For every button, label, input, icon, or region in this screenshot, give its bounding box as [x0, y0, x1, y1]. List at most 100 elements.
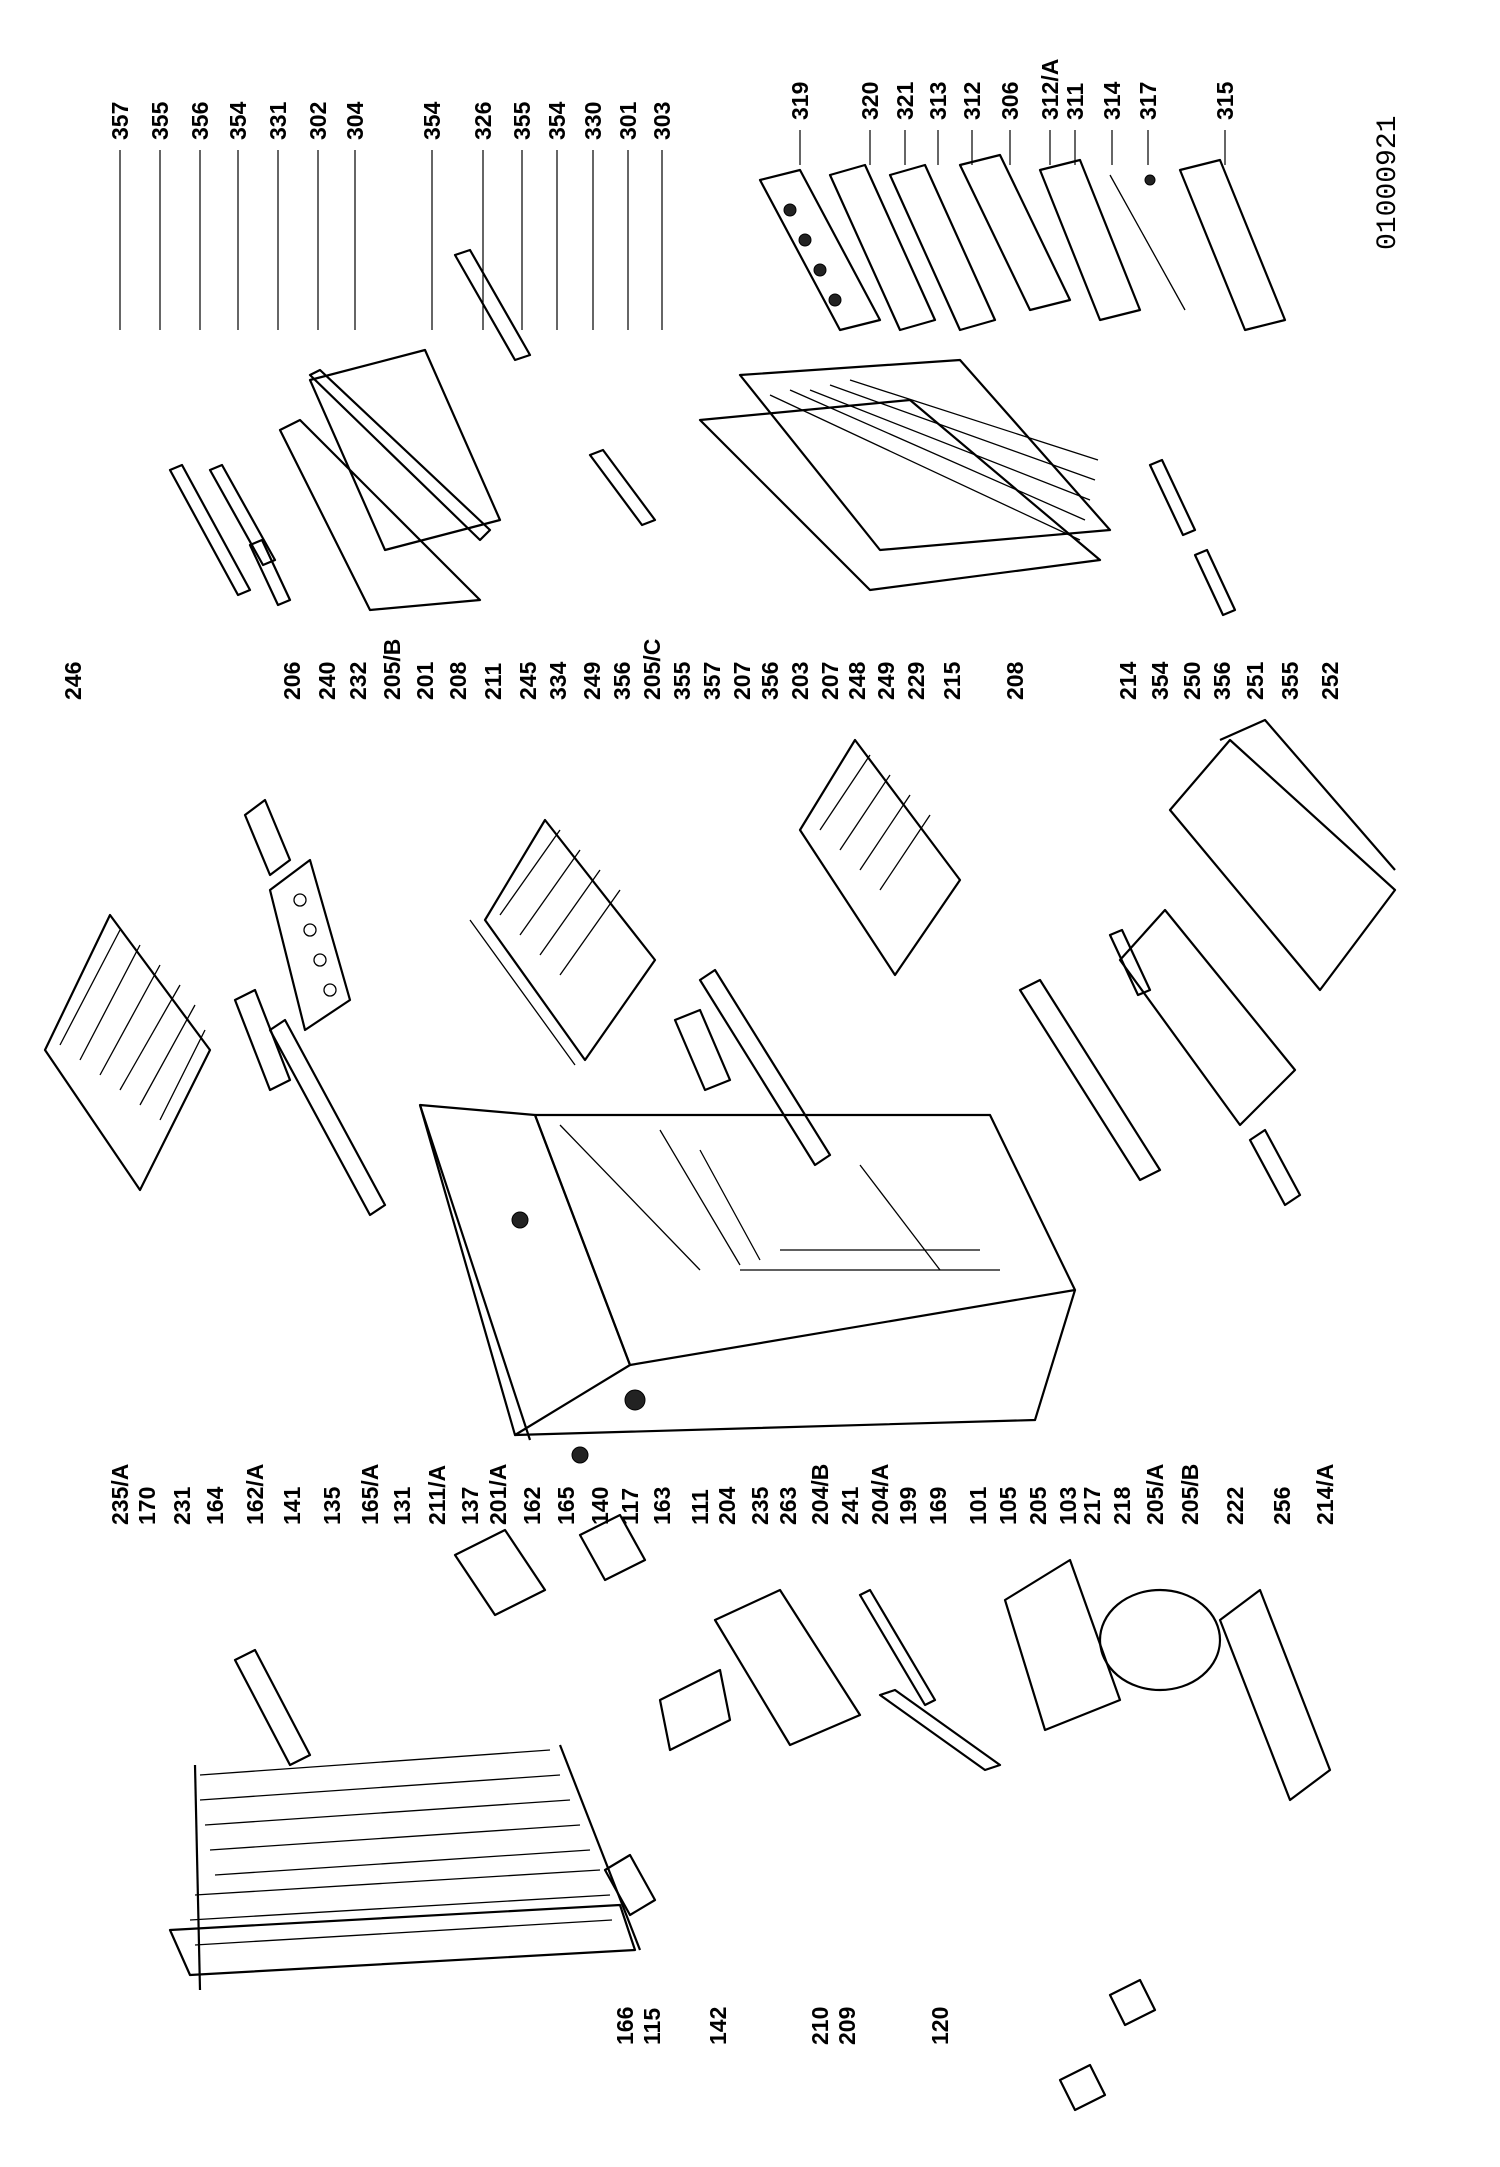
part-number-label: 217 [1079, 1487, 1105, 1525]
part-number-label: 334 [545, 661, 571, 700]
part-number-label: 355 [147, 101, 173, 140]
machine-compartment-parts [233, 1389, 1332, 2112]
part-number-label: 356 [757, 662, 783, 700]
part-number-label: 321 [892, 81, 918, 120]
part-number-label: 218 [1109, 1486, 1135, 1525]
part-number-label: 302 [305, 102, 331, 140]
part-number-label: 356 [609, 662, 635, 700]
part-number-label: 251 [1242, 661, 1268, 700]
part-number-label: 166 [612, 2007, 638, 2045]
part-number-label: 164 [202, 1486, 228, 1525]
part-number-label: 235/A [107, 1464, 133, 1525]
part-number-label: 263 [775, 1487, 801, 1525]
part-number-label: 170 [134, 1487, 160, 1525]
part-number-label: 135 [319, 1486, 345, 1525]
part-number-label: 131 [389, 1486, 415, 1525]
crisper-drawer [1018, 718, 1397, 1207]
part-number-label: 252 [1317, 662, 1343, 700]
part-number-label: 201/A [485, 1464, 511, 1525]
part-number-label: 204/B [807, 1464, 833, 1525]
part-number-label: 111 [687, 1489, 713, 1525]
part-number-label: 240 [314, 662, 340, 700]
part-number-label: 229 [903, 662, 929, 700]
part-number-label: 357 [699, 662, 725, 700]
part-number-label: 215 [939, 661, 965, 700]
shelves-and-basket [43, 738, 962, 1192]
part-number-label: 241 [837, 1486, 863, 1525]
part-number-label: 249 [873, 662, 899, 700]
part-number-label: 315 [1212, 81, 1238, 120]
part-number-label: 319 [787, 82, 813, 120]
part-number-label: 317 [1135, 82, 1161, 120]
part-number-label: 204 [714, 1486, 740, 1525]
part-number-label: 313 [925, 82, 951, 120]
door-shelf-parts [758, 153, 1287, 332]
part-number-label: 326 [470, 102, 496, 140]
part-number-label: 163 [649, 1487, 675, 1525]
part-number-label: 256 [1269, 1487, 1295, 1525]
part-number-label: 207 [729, 662, 755, 700]
part-number-label: 205 [1025, 1486, 1051, 1525]
part-number-label: 250 [1179, 662, 1205, 700]
part-number-label: 207 [817, 662, 843, 700]
door-panels [278, 348, 1112, 612]
part-number-label: 205/B [1177, 1464, 1203, 1525]
part-number-label: 203 [787, 662, 813, 700]
part-number-label: 162/A [242, 1464, 268, 1525]
part-number-label: 141 [279, 1486, 305, 1525]
part-number-label: 201 [412, 661, 438, 700]
part-number-label: 245 [515, 661, 541, 700]
part-number-label: 354 [1147, 661, 1173, 700]
part-number-label: 331 [265, 101, 291, 140]
part-number-label: 103 [1055, 1487, 1081, 1525]
part-number-label: 249 [579, 662, 605, 700]
condenser-coil [168, 1744, 642, 1991]
part-number-label: 165/A [357, 1464, 383, 1525]
rails-and-rods [268, 968, 832, 1217]
part-number-label: 205/B [379, 639, 405, 700]
part-number-label: 165 [553, 1486, 579, 1525]
part-number-label: 355 [509, 101, 535, 140]
part-number-label: 162 [519, 1487, 545, 1525]
part-number-label: 206 [279, 662, 305, 700]
part-number-label: 246 [60, 662, 86, 700]
part-number-label: 140 [587, 1487, 613, 1525]
part-number-label: 211 [480, 663, 506, 700]
part-number-label: 248 [844, 661, 870, 700]
part-number-label: 204/A [867, 1464, 893, 1525]
part-number-label: 214/A [1312, 1464, 1338, 1525]
part-number-label: 105 [995, 1486, 1021, 1525]
part-number-label: 199 [895, 1487, 921, 1525]
part-number-label: 117 [617, 1488, 643, 1525]
part-number-label: 222 [1222, 1487, 1248, 1525]
part-number-label: 357 [107, 102, 133, 140]
part-number-label: 211/A [424, 1465, 450, 1525]
part-number-label: 231 [169, 1486, 195, 1525]
door-small-parts [168, 248, 1237, 617]
part-number-label: 208 [445, 661, 471, 700]
part-number-label: 330 [580, 102, 606, 140]
part-number-label: 356 [1209, 662, 1235, 700]
part-number-label: 312/A [1037, 59, 1063, 120]
part-number-label: 232 [345, 662, 371, 700]
part-number-label: 209 [834, 2007, 860, 2045]
part-number-label: 137 [457, 1487, 483, 1525]
part-number-label: 354 [419, 101, 445, 140]
part-number-label: 354 [225, 101, 251, 140]
part-number-label: 356 [187, 102, 213, 140]
part-number-label: 235 [747, 1486, 773, 1525]
document-id: 01000921 [1373, 116, 1404, 250]
part-number-label: 205/A [1142, 1464, 1168, 1525]
part-number-label: 312 [959, 82, 985, 120]
part-number-label: 303 [649, 102, 675, 140]
part-number-label: 304 [342, 101, 368, 140]
part-number-label: 205/C [639, 639, 665, 700]
part-number-label: 101 [965, 1486, 991, 1525]
part-number-label: 301 [615, 101, 641, 140]
part-number-label: 306 [997, 82, 1023, 120]
